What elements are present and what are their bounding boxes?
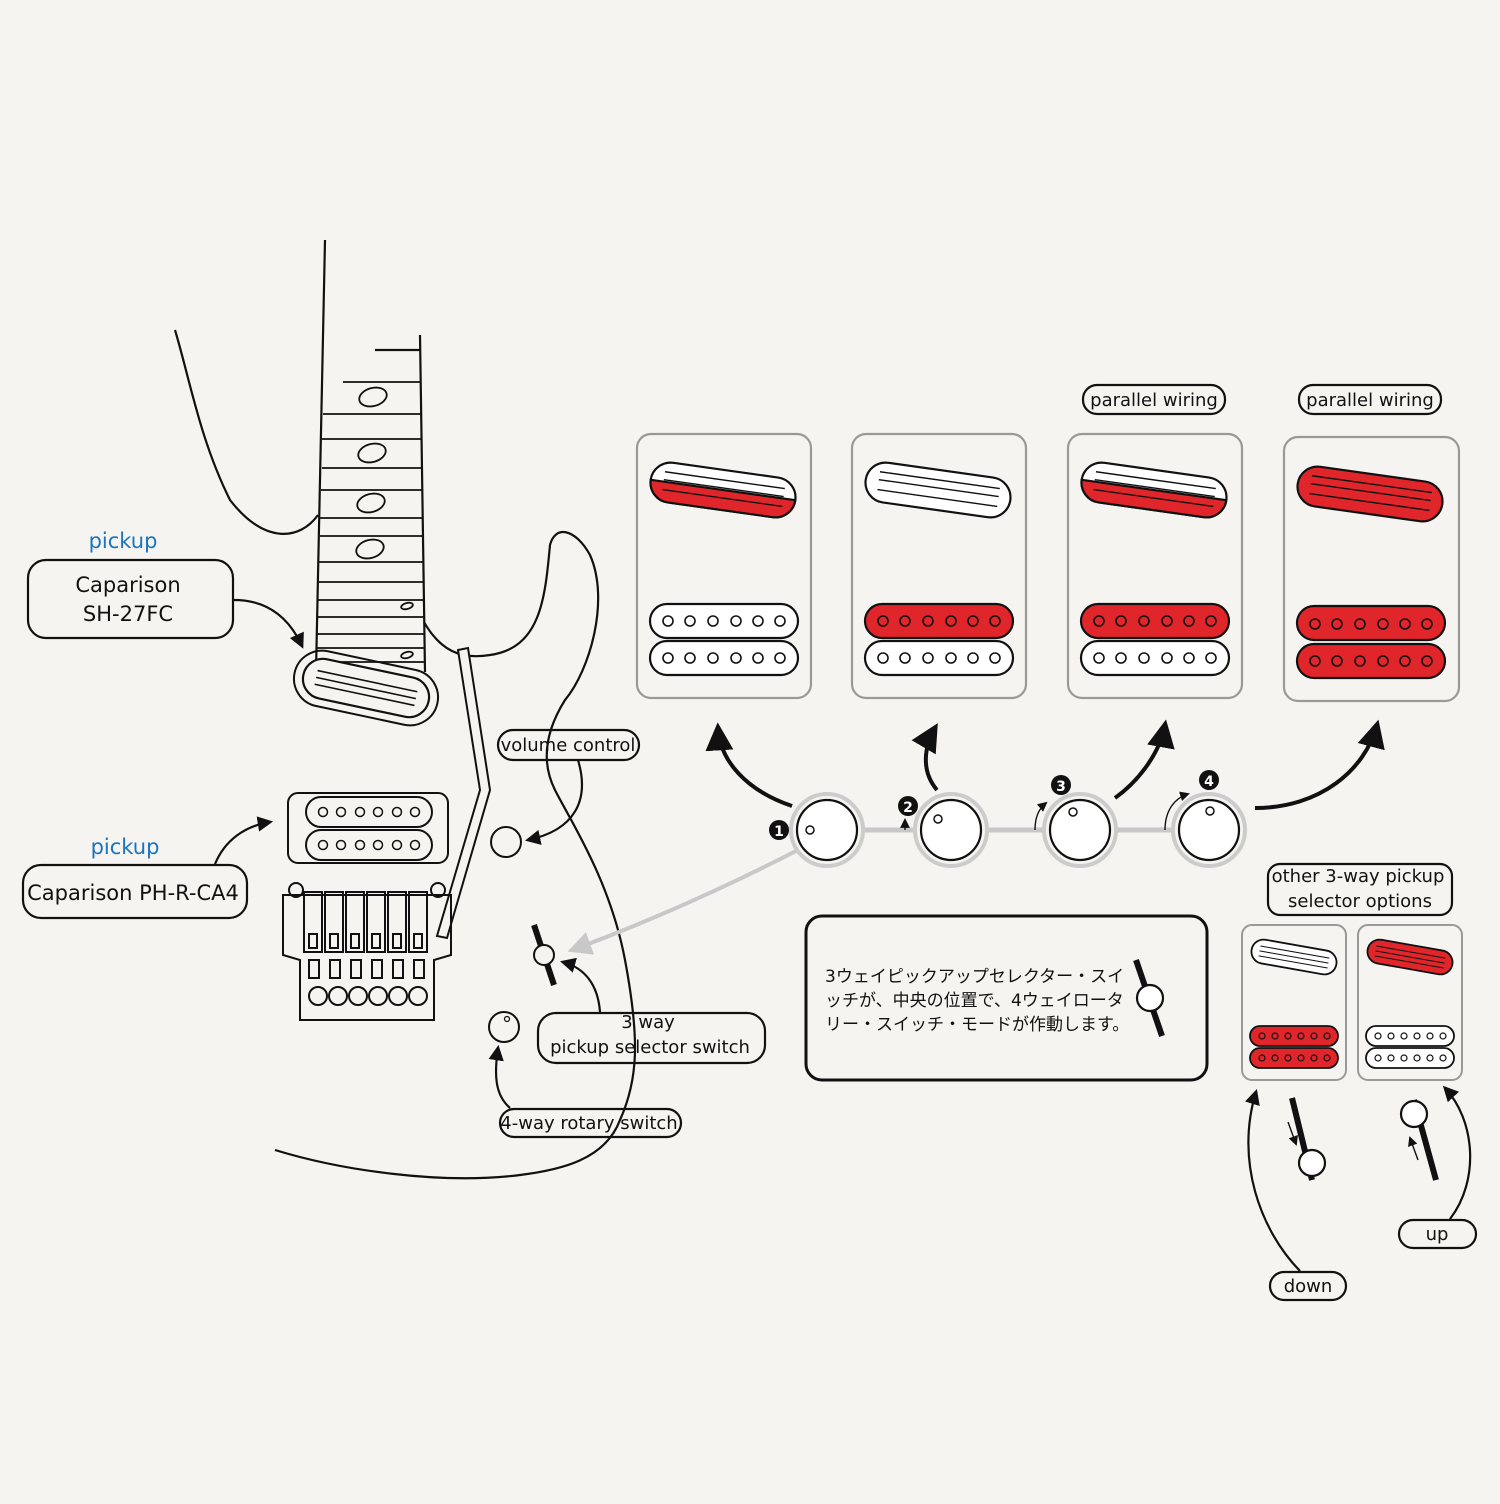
mode-panel-4 bbox=[1282, 435, 1461, 703]
note-line1: 3ウェイピックアップセレクター・スイ bbox=[825, 967, 1124, 987]
neck-pickup-arrow bbox=[233, 598, 304, 649]
rotary-label-box bbox=[498, 1107, 683, 1139]
bridge-pickup-label-box bbox=[21, 863, 249, 920]
mode-panel-1 bbox=[635, 432, 813, 700]
parallel-label-box-1 bbox=[1081, 383, 1227, 416]
down-label: down bbox=[1284, 1276, 1333, 1297]
svg-text:1: 1 bbox=[774, 824, 784, 840]
rotary-label: 4-way rotary switch bbox=[500, 1113, 677, 1134]
svg-text:4: 4 bbox=[1204, 774, 1214, 790]
note-line2: ッチが、中央の位置で、4ウェイロータ bbox=[825, 991, 1124, 1011]
note-switch-icon bbox=[1133, 959, 1165, 1037]
other-options-box bbox=[1266, 862, 1454, 917]
volume-arrow bbox=[524, 759, 583, 845]
note-box bbox=[804, 914, 1209, 1082]
parallel-label-1: parallel wiring bbox=[1090, 390, 1218, 411]
rotary-arrow bbox=[488, 1044, 511, 1109]
volume-label: volume control bbox=[501, 735, 636, 756]
volume-knob[interactable] bbox=[490, 826, 522, 858]
volume-label-box bbox=[496, 728, 641, 762]
position-number-3: 3 bbox=[1051, 775, 1071, 795]
other-options-line1: other 3-way pickup bbox=[1272, 866, 1445, 887]
rotary-to-selector-path bbox=[567, 848, 799, 955]
up-label: up bbox=[1426, 1224, 1449, 1245]
bridge-pickup-heading: pickup bbox=[91, 835, 160, 859]
selector-switch-graphic[interactable] bbox=[531, 924, 557, 986]
svg-text:2: 2 bbox=[903, 800, 913, 816]
neck-pickup-graphic bbox=[292, 649, 440, 727]
guitar-body bbox=[173, 239, 637, 1180]
neck-pickup-line1: Caparison bbox=[75, 573, 180, 597]
position-number-4: 4 bbox=[1199, 770, 1219, 790]
tremolo-arm bbox=[435, 646, 492, 940]
mode-panel-2 bbox=[850, 432, 1028, 700]
switch-up-icon bbox=[1399, 1099, 1439, 1181]
switch-down-icon bbox=[1287, 1097, 1327, 1181]
rotation-ticks bbox=[900, 791, 1190, 831]
selector-label-box bbox=[536, 1011, 767, 1065]
parallel-label-2: parallel wiring bbox=[1306, 390, 1434, 411]
bridge-pickup-name: Caparison PH-R-CA4 bbox=[27, 881, 239, 905]
bridge-pickup-arrow bbox=[213, 816, 274, 865]
rotary-knob[interactable] bbox=[488, 1011, 520, 1043]
svg-text:3: 3 bbox=[1056, 779, 1066, 795]
rotary-positions bbox=[789, 792, 1247, 868]
neck-pickup-label-box bbox=[26, 558, 235, 640]
mode-arrows bbox=[705, 719, 1385, 810]
position-number-2: 2 bbox=[898, 796, 918, 816]
selector-arrow bbox=[560, 957, 602, 1013]
fret-inlays bbox=[355, 386, 414, 660]
selector-label-line1: 3 way bbox=[621, 1012, 675, 1033]
parallel-label-box-2 bbox=[1297, 383, 1443, 416]
neck-pickup-heading: pickup bbox=[89, 529, 158, 553]
selector-label-line2: pickup selector switch bbox=[550, 1037, 750, 1058]
down-label-box bbox=[1268, 1270, 1348, 1302]
option-panel-down bbox=[1241, 924, 1347, 1081]
note-line3: リー・スイッチ・モードが作動します。 bbox=[825, 1015, 1129, 1035]
up-arrow bbox=[1442, 1085, 1472, 1220]
tremolo-bridge bbox=[282, 882, 452, 1021]
bridge-pickup-graphic bbox=[287, 792, 449, 864]
other-options-line2: selector options bbox=[1288, 891, 1432, 912]
down-arrow bbox=[1245, 1089, 1301, 1272]
fretboard bbox=[316, 381, 424, 663]
option-panel-up bbox=[1357, 924, 1463, 1081]
position-number-1: 1 bbox=[769, 820, 789, 840]
up-label-box bbox=[1397, 1218, 1478, 1250]
mode-panel-3 bbox=[1066, 432, 1244, 700]
neck-pickup-line2: SH-27FC bbox=[83, 602, 173, 626]
